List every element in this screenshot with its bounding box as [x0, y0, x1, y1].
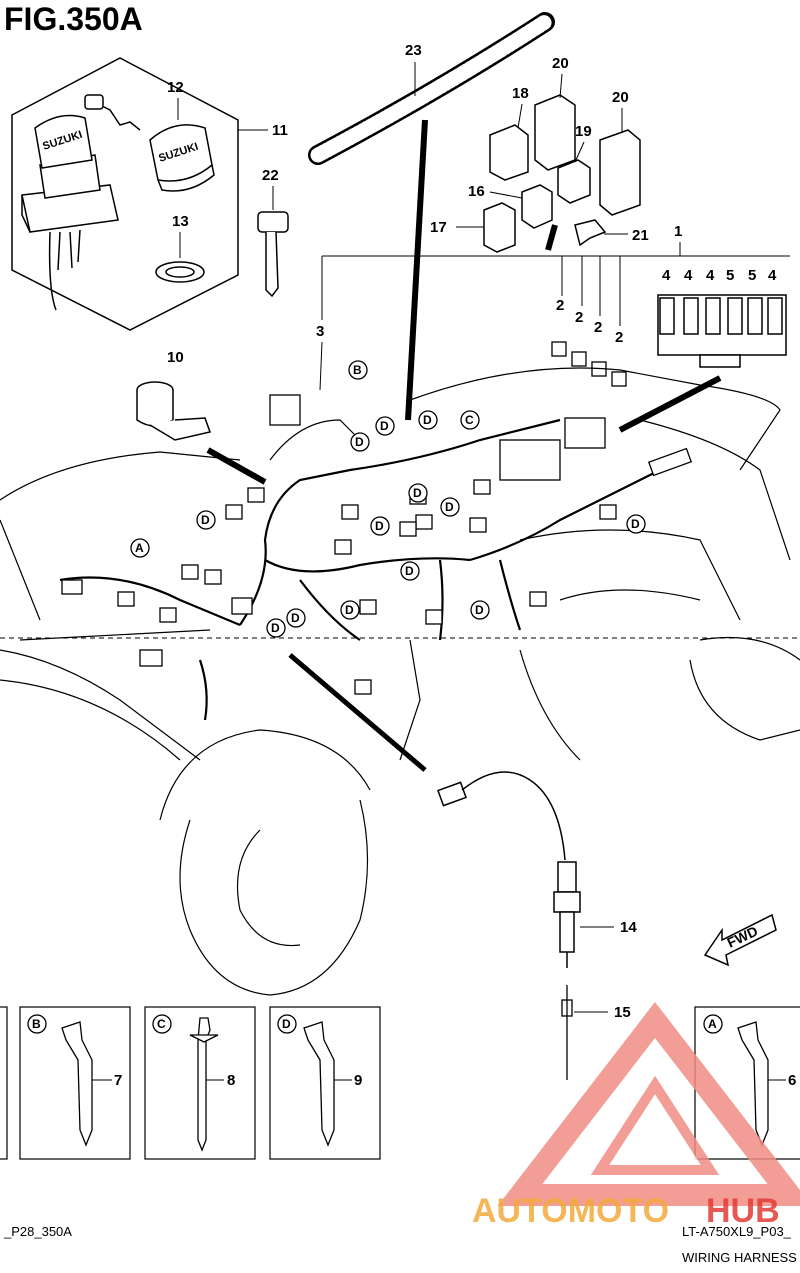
callout-19: 19 [575, 123, 592, 140]
watermark-text-red: HUB [706, 1192, 780, 1230]
clamp-markers [130, 360, 646, 638]
callout-18: 18 [512, 85, 529, 102]
key-part [257, 211, 289, 298]
watermark-text-orange: AUTOMOTO [472, 1192, 669, 1230]
marker-d-label: D [291, 611, 300, 625]
marker-d-label: D [375, 519, 384, 533]
callout-16: 16 [468, 183, 485, 200]
panel-markers [27, 1014, 723, 1034]
relay-box-label-2: 4 [684, 267, 693, 284]
marker-b-label: B [353, 363, 362, 377]
marker-d-label: D [475, 603, 484, 617]
callout-6: 6 [788, 1072, 796, 1089]
harness-wires [59, 418, 661, 721]
fwd-arrow [703, 913, 777, 967]
panel-marker-c: C [157, 1017, 166, 1031]
stud-part [561, 985, 573, 1080]
panel-marker-b: B [32, 1017, 41, 1031]
oxygen-sensor [288, 653, 581, 968]
ignition-kit-box [11, 57, 239, 331]
marker-a-label: A [135, 541, 144, 555]
callout-2a: 2 [556, 297, 564, 314]
marker-d-label: D [201, 513, 210, 527]
corrugated-tube [308, 12, 555, 165]
figure-title: FIG.350A [4, 1, 143, 37]
callout-11: 11 [272, 122, 288, 139]
footer-caption: WIRING HARNESS [682, 1250, 797, 1265]
relay-box-label-1: 4 [662, 267, 671, 284]
atv-body-outline [0, 367, 800, 996]
callout-2c: 2 [594, 319, 602, 336]
panel-marker-a: A [708, 1017, 717, 1031]
relay-parts [483, 94, 641, 253]
small-relays [551, 341, 627, 387]
footer-left-code: _P28_350A [3, 1224, 72, 1239]
callout-2b: 2 [575, 309, 583, 326]
clamp-marker-labels: A B C D D D D D D D D D D D D D [135, 363, 640, 635]
callout-15: 15 [614, 1004, 631, 1021]
relay-box-label-4: 5 [726, 267, 734, 284]
marker-d-label: D [413, 486, 422, 500]
callout-17: 17 [430, 219, 447, 236]
callout-9: 9 [354, 1072, 362, 1089]
marker-d-label: D [345, 603, 354, 617]
marker-c-label: C [465, 413, 474, 427]
callout-23: 23 [405, 42, 422, 59]
marker-d-label: D [355, 435, 364, 449]
marker-d-label: D [405, 564, 414, 578]
footer-right-code: LT-A750XL9_P03_ [682, 1224, 792, 1239]
relay-box-label-3: 4 [706, 267, 715, 284]
callout-8: 8 [227, 1072, 235, 1089]
callout-22: 22 [262, 167, 279, 184]
relay-box-label-6: 4 [768, 267, 777, 284]
marker-d-label: D [445, 500, 454, 514]
callout-20b: 20 [612, 89, 629, 106]
callout-13: 13 [172, 213, 189, 230]
clamp-drawings [61, 1017, 769, 1152]
harness-connectors [61, 394, 693, 695]
watermark-logo [497, 1001, 800, 1206]
marker-d-label: D [380, 419, 389, 433]
callout-20a: 20 [552, 55, 569, 72]
panel-marker-d: D [282, 1017, 291, 1031]
callout-21: 21 [632, 227, 649, 244]
callout-1: 1 [674, 223, 682, 240]
callout-12: 12 [167, 79, 184, 96]
marker-d-label: D [423, 413, 432, 427]
callout-7: 7 [114, 1072, 122, 1089]
callout-14: 14 [620, 919, 637, 936]
relay-box [657, 294, 787, 368]
callout-3: 3 [316, 323, 324, 340]
accessory-socket [136, 381, 211, 441]
callout-2d: 2 [615, 329, 623, 346]
relay-box-label-5: 5 [748, 267, 756, 284]
marker-d-label: D [271, 621, 280, 635]
marker-d-label: D [631, 517, 640, 531]
callout-10: 10 [167, 349, 184, 366]
